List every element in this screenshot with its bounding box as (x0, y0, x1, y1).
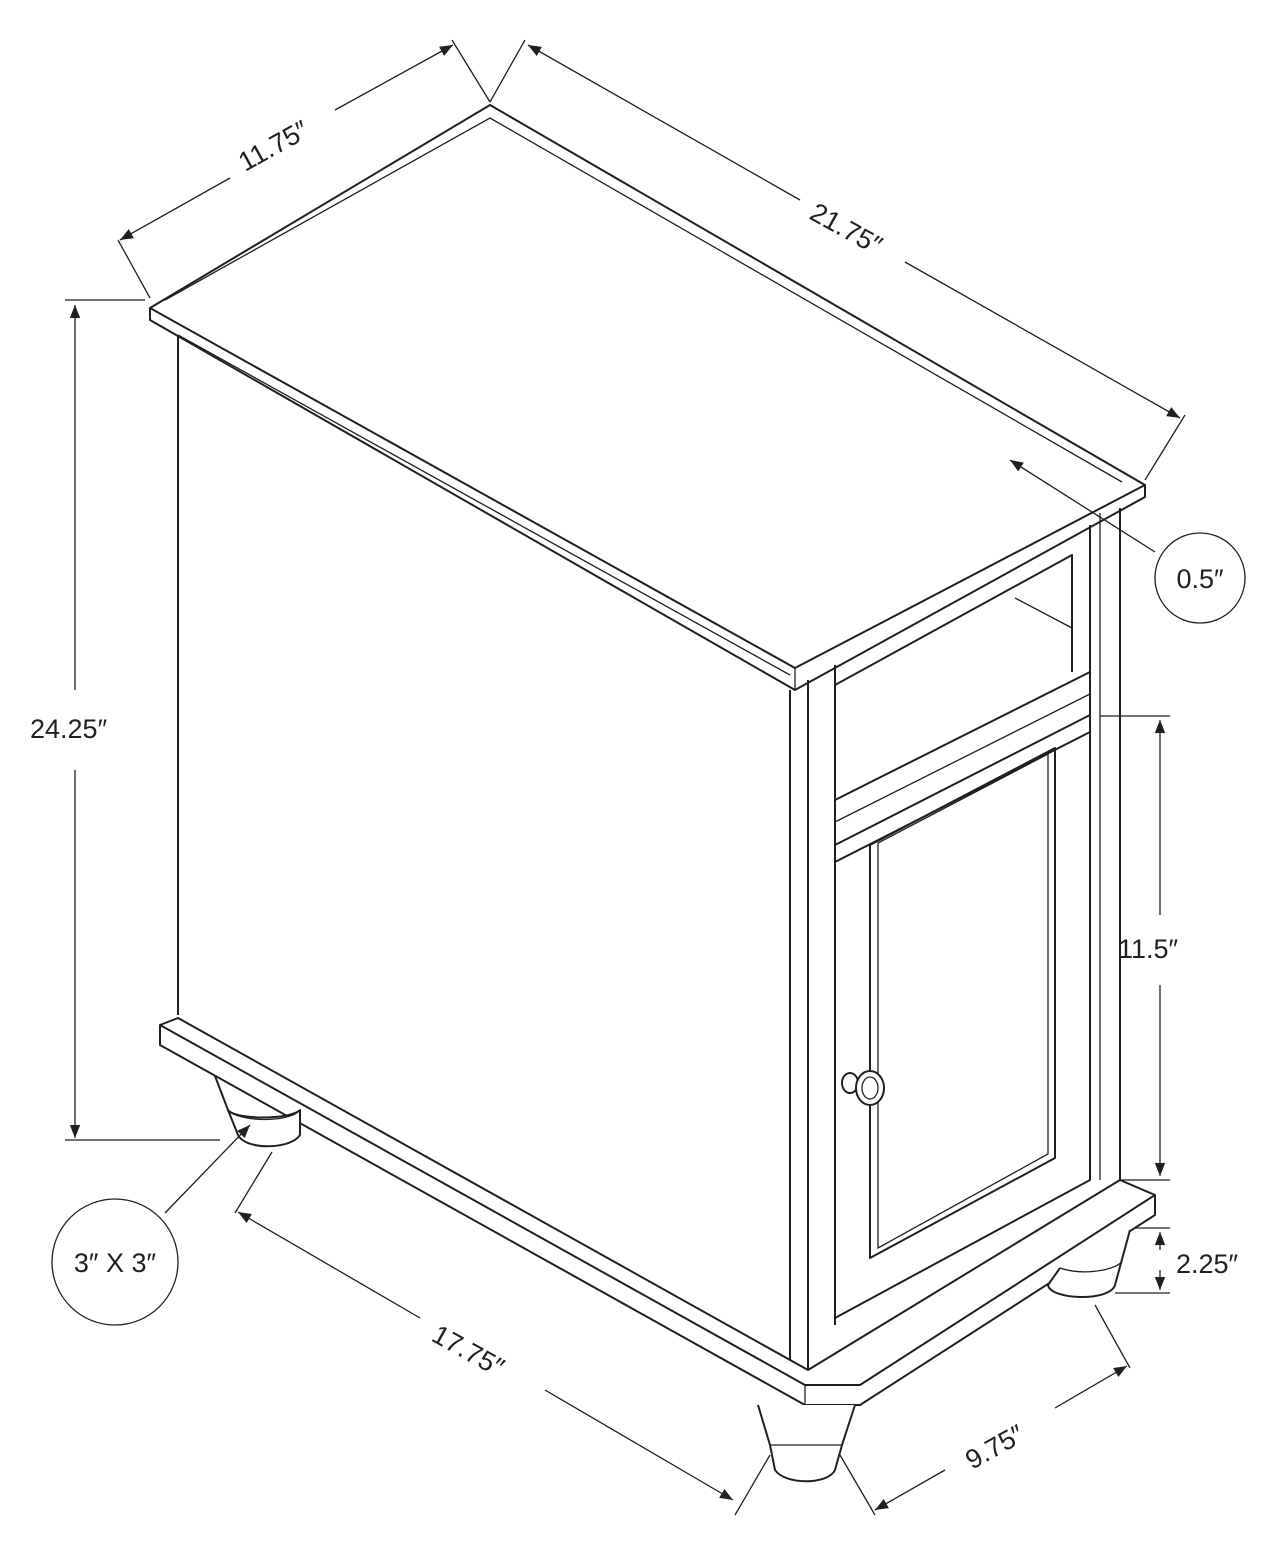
label-leg-height: 2.25″ (1176, 1249, 1239, 1279)
label-width-top: 21.75″ (805, 197, 887, 261)
door-knob (841, 1070, 885, 1106)
label-leg-size: 3″ X 3″ (74, 1248, 157, 1278)
leg-right (1047, 1229, 1131, 1298)
cabinet-drawing (149, 104, 1156, 1483)
base-plinth (159, 1017, 1156, 1386)
label-door-height: 11.5″ (1118, 934, 1179, 964)
callout-circle-top (1154, 532, 1246, 624)
tabletop (149, 104, 1146, 669)
label-base-depth: 9.75″ (960, 1419, 1029, 1476)
label-base-width: 17.75″ (427, 1319, 509, 1383)
label-depth-top: 11.75″ (233, 114, 314, 177)
leg-left (214, 1075, 301, 1148)
dimension-lines (51, 39, 1246, 1516)
label-height-total: 24.25″ (30, 714, 108, 744)
callout-circle-leg (51, 1198, 179, 1326)
label-top-thickness: 0.5″ (1176, 564, 1224, 594)
leg-front (757, 1404, 856, 1483)
